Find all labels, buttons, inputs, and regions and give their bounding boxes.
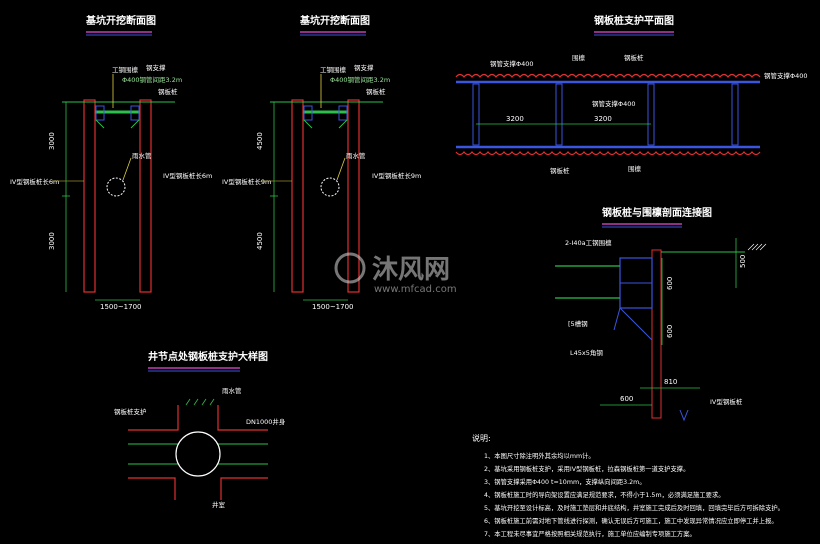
strut-3	[647, 83, 655, 146]
label-sheet-pile: 钢板桩	[624, 53, 644, 62]
note-item: 3、钢管支撑采用Φ400 t=10mm，支撑纵向间距3.2m。	[484, 477, 646, 486]
dim-600-a: 600	[666, 277, 674, 290]
right-sheet-pile	[139, 99, 152, 293]
label-i-beam: 2-I40a工钢围檩	[565, 238, 612, 247]
note-item: 7、本工程未尽事宜严格按照相关规范执行，施工单位应编制专项施工方案。	[484, 529, 696, 538]
dim-500: 500	[739, 255, 747, 268]
label-strut-spacing: Φ400钢管间距3.2m	[122, 75, 182, 84]
label-rain-pipe: 雨水管	[132, 151, 152, 160]
label-left-pile-length: IV型钢板桩长6m	[10, 177, 59, 186]
label-well-chamber: 井室	[212, 500, 226, 509]
dim-span-1: 3200	[506, 115, 524, 123]
detail-title: 钢板桩与围檩剖面连接图	[602, 206, 712, 219]
label-strut-spacing: Φ400钢管间距3.2m	[330, 75, 390, 84]
notes-header: 说明:	[472, 433, 491, 443]
strut-2	[555, 83, 563, 146]
section-2-title: 基坑开挖断面图	[299, 14, 370, 27]
label-wale: 围檩	[572, 53, 586, 62]
label-steel-brace: 钢支撑	[354, 63, 374, 72]
connection-detail: 钢板桩与围檩剖面连接图 2-I40a工钢围檩 [5槽钢 L45x5角钢 IV型钢…	[555, 206, 767, 422]
section-view-2: 基坑开挖断面图 工钢围檩 钢支撑 Φ400钢管间距3.2m 钢板桩 雨水管 IV…	[222, 14, 421, 311]
rain-pipe	[320, 177, 340, 197]
plan-view: 钢板桩支护平面图 3200 3200 钢管支撑Φ400 围檩 钢板桩 钢管支撑Φ…	[455, 14, 808, 175]
wale-right	[338, 105, 348, 121]
label-iv-sheet-pile: IV型钢板桩	[710, 397, 743, 406]
knee-brace-left	[95, 119, 105, 129]
label-right-pile-length: IV型钢板桩长9m	[372, 171, 421, 180]
pile-outline-bottom	[128, 477, 268, 500]
channel-steel	[613, 307, 621, 331]
ground-hatch	[747, 243, 767, 251]
label-angle-steel: L45x5角钢	[570, 348, 603, 357]
strut-4	[731, 83, 739, 146]
label-sheet-pile: 钢板桩	[366, 87, 386, 96]
dim-span-2: 3200	[594, 115, 612, 123]
right-sheet-pile	[347, 99, 360, 293]
label-steel-wale: 工钢围檩	[112, 65, 139, 74]
dim-upper-depth: 3000	[48, 132, 56, 150]
junction-detail: 井节点处钢板桩支护大样图 钢板桩支护 雨水管 DN1000井身 井室	[114, 350, 286, 509]
note-item: 5、基坑开挖至设计标高，及时施工垫层和井底结构，井室施工完成后及时回填，回填完毕…	[484, 503, 784, 512]
break-symbol	[679, 409, 689, 422]
junction-title: 井节点处钢板桩支护大样图	[148, 350, 268, 363]
dim-trench-width: 1500~1700	[100, 303, 142, 311]
label-steel-brace: 钢支撑	[146, 63, 166, 72]
wale-right	[130, 105, 140, 121]
watermark-url: www.mfcad.com	[374, 284, 457, 295]
label-sheet-pile: 钢板桩	[158, 87, 178, 96]
note-item: 1、本图尺寸除注明外其余均以mm计。	[484, 451, 595, 460]
note-item: 6、钢板桩施工前需对地下管线进行探测，确认无误后方可施工，施工中发现异常情况应立…	[484, 516, 778, 525]
manhole-circle	[175, 431, 221, 477]
dim-lower-depth: 4500	[256, 232, 264, 250]
pile-hatch	[185, 398, 215, 406]
dim-600-c: 600	[620, 395, 633, 403]
label-rain-pipe: 雨水管	[222, 386, 242, 395]
label-steel-pipe-strut-right: 钢管支撑Φ400	[764, 71, 808, 80]
label-steel-pipe-strut: 钢管支撑Φ400	[490, 59, 534, 68]
label-channel: [5槽钢	[568, 319, 588, 328]
left-sheet-pile	[83, 99, 96, 293]
plan-title: 钢板桩支护平面图	[594, 14, 674, 27]
section-1-title: 基坑开挖断面图	[85, 14, 156, 27]
sheet-pile-section	[651, 249, 662, 419]
leader-pipe	[122, 157, 132, 181]
dim-lower-depth: 3000	[48, 232, 56, 250]
wale-left	[303, 105, 313, 121]
label-right-pile-length: IV型钢板桩长6m	[163, 171, 212, 180]
top-sheet-pile-wave	[455, 73, 761, 78]
left-sheet-pile	[291, 99, 304, 293]
knee-brace-right	[338, 119, 348, 129]
note-item: 4、钢板桩施工时的导向架设置应满足规范要求，不得小于1.5m，必须满足施工要求。	[484, 490, 725, 499]
dim-810: 810	[664, 378, 677, 386]
section-view-1: 基坑开挖断面图 工钢围檩 钢支撑 Φ400钢管间距3.2m 钢板桩 雨水管 IV…	[10, 14, 212, 311]
knee-brace-left	[303, 119, 313, 129]
dim-600-b: 600	[666, 325, 674, 338]
rain-pipe	[106, 177, 126, 197]
label-sheet-pile-support: 钢板桩支护	[114, 407, 147, 416]
label-wale-bottom: 围檩	[628, 164, 642, 173]
strut-1	[472, 83, 480, 146]
watermark-brand: 沐风网	[372, 255, 450, 285]
pile-outline-top	[128, 405, 268, 431]
notes-block: 说明: 1、本图尺寸除注明外其余均以mm计。 2、基坑采用钢板桩支护，采用IV型…	[472, 433, 784, 538]
dim-upper-depth: 4500	[256, 132, 264, 150]
bottom-sheet-pile-wave	[455, 151, 761, 156]
watermark-logo-icon	[334, 252, 366, 284]
wale-left	[95, 105, 105, 121]
knee-brace-right	[130, 119, 140, 129]
label-rain-pipe: 雨水管	[346, 151, 366, 160]
label-left-pile-length: IV型钢板桩长9m	[222, 177, 271, 186]
dim-trench-width: 1500~1700	[312, 303, 354, 311]
label-steel-wale: 工钢围檩	[320, 65, 347, 74]
watermark: 沐风网 www.mfcad.com	[334, 252, 457, 295]
note-item: 2、基坑采用钢板桩支护，采用IV型钢板桩，拉森钢板桩第一道支护支撑。	[484, 464, 689, 473]
label-steel-pipe-strut-mid: 钢管支撑Φ400	[592, 99, 636, 108]
leader-pipe	[336, 157, 346, 181]
label-well-body: DN1000井身	[246, 417, 286, 426]
label-sheet-pile-bottom: 钢板桩	[550, 166, 570, 175]
angle-steel	[619, 307, 653, 341]
